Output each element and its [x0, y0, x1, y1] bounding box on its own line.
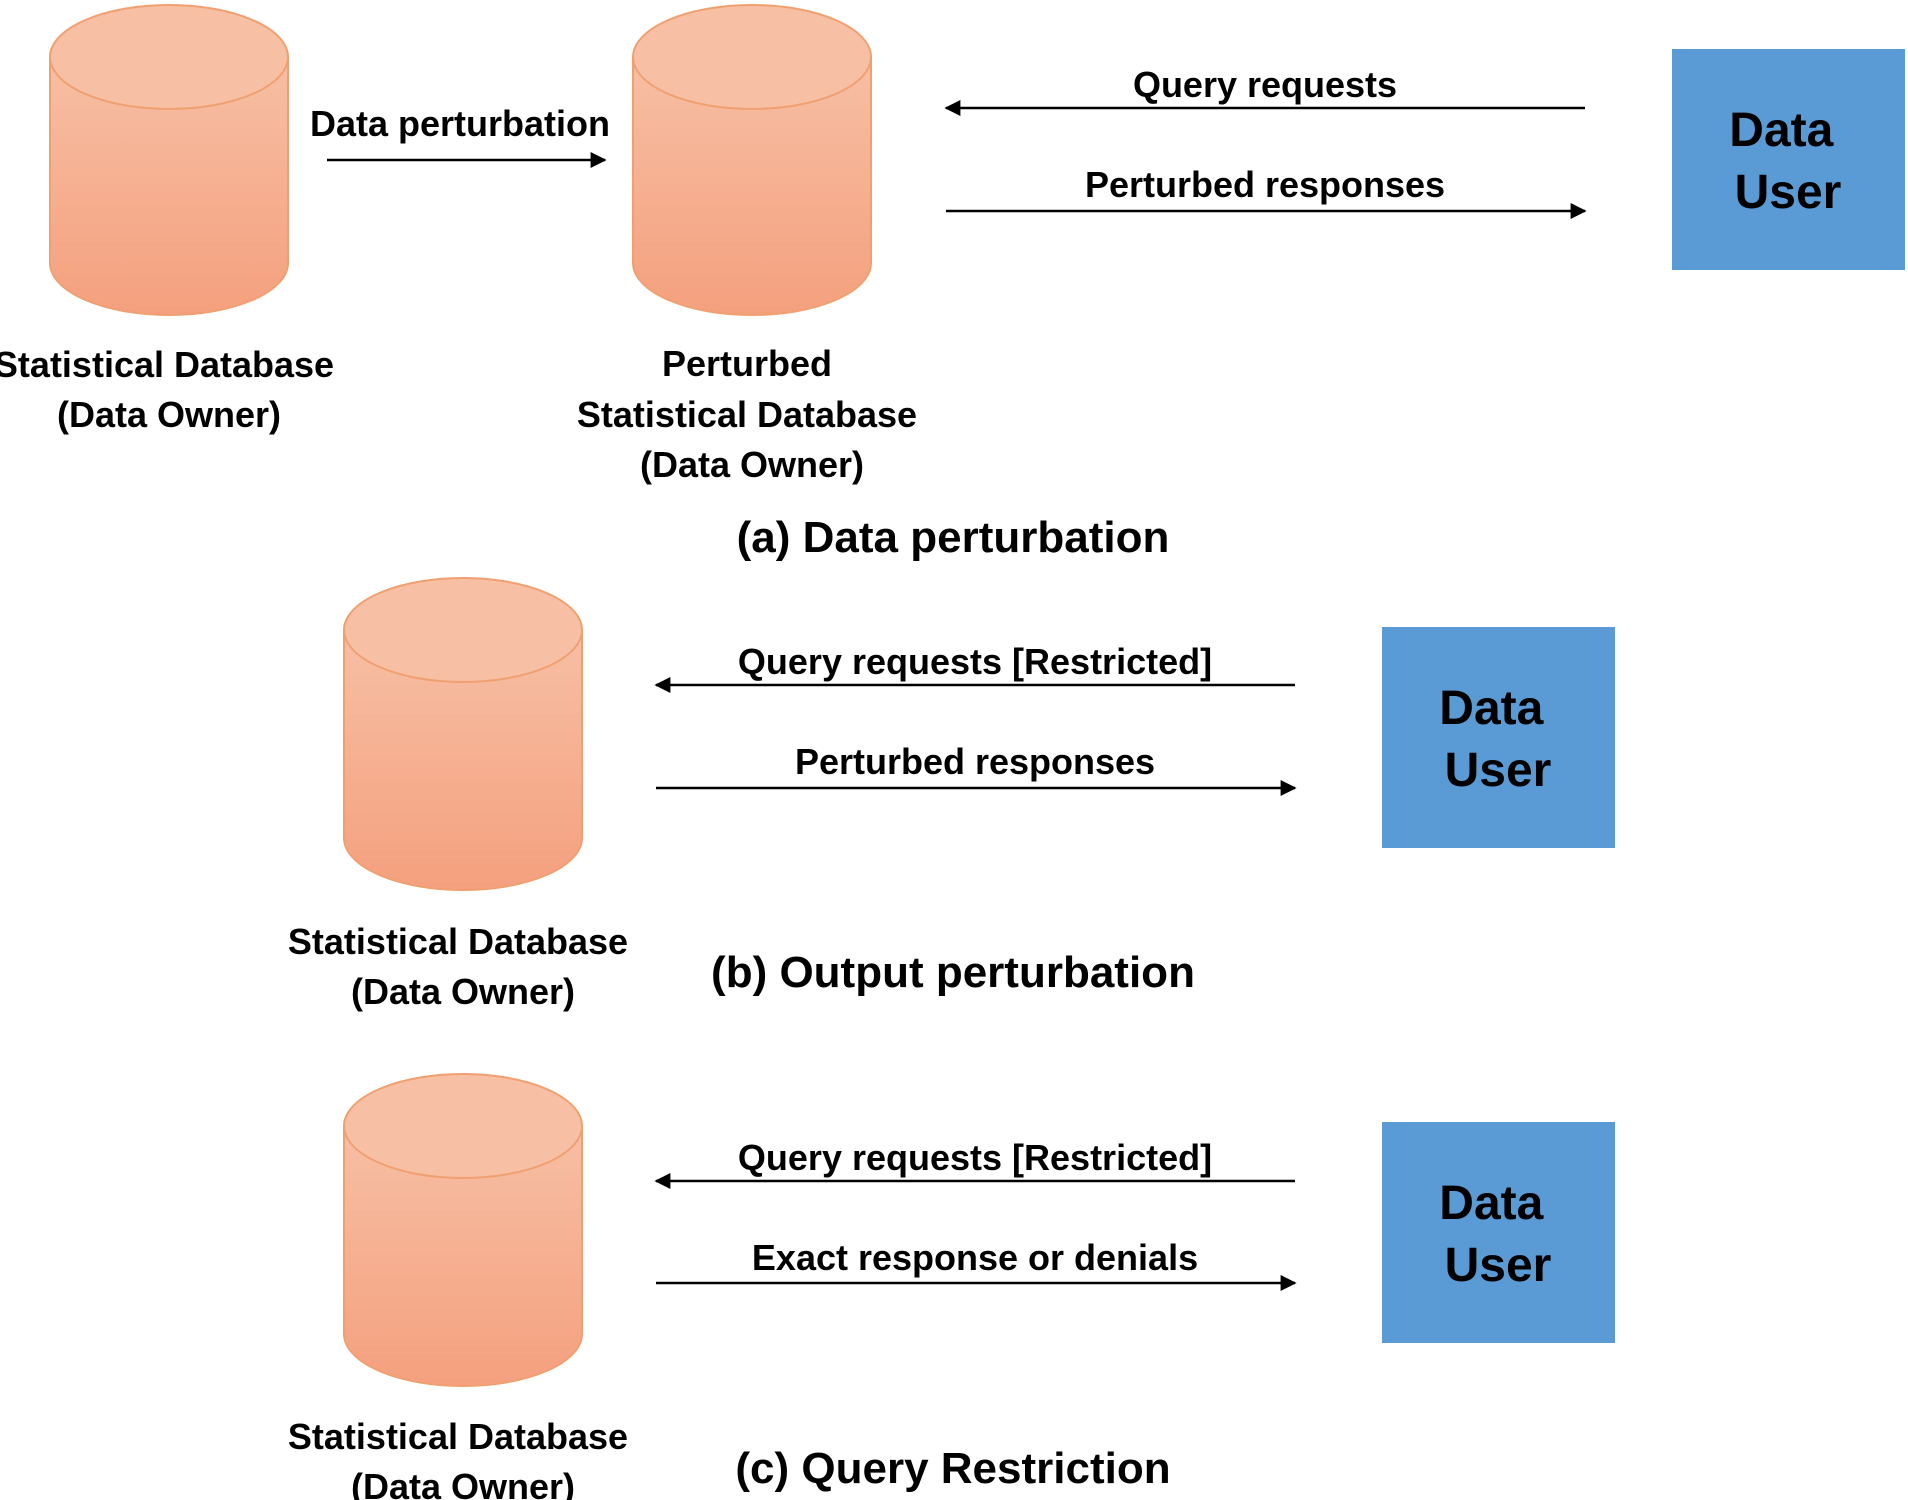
caption-c: (c) Query Restriction — [735, 1444, 1170, 1493]
request-label: Query requests [Restricted] — [738, 641, 1212, 682]
data-user-label: Data User — [1439, 1177, 1556, 1292]
data-user-label: Data User — [1439, 682, 1556, 797]
statistical-database-cylinder — [343, 1073, 583, 1387]
db-label: Statistical Database (Data Owner) — [288, 1416, 638, 1500]
data-user-box — [1382, 1122, 1615, 1343]
response-label: Perturbed responses — [795, 741, 1155, 782]
statistical-database-cylinder — [343, 577, 583, 891]
source-db-label: Statistical Database (Data Owner) — [0, 344, 344, 435]
panel-a: Statistical Database (Data Owner) Data p… — [0, 4, 1905, 562]
db-label: Statistical Database (Data Owner) — [288, 921, 638, 1012]
statistical-database-cylinder — [49, 4, 289, 316]
perturbed-database-cylinder — [632, 4, 872, 316]
panel-b: Statistical Database (Data Owner) Query … — [288, 577, 1615, 1012]
data-user-label: Data User — [1729, 104, 1846, 219]
caption-b: (b) Output perturbation — [711, 948, 1195, 997]
caption-a: (a) Data perturbation — [737, 513, 1170, 562]
response-label: Exact response or denials — [752, 1237, 1198, 1278]
panel-c: Statistical Database (Data Owner) Query … — [288, 1073, 1615, 1500]
request-label: Query requests — [1133, 64, 1397, 105]
request-label: Query requests [Restricted] — [738, 1137, 1212, 1178]
perturbed-db-label: Perturbed Statistical Database (Data Own… — [577, 343, 927, 485]
response-label: Perturbed responses — [1085, 164, 1445, 205]
data-user-box — [1672, 49, 1905, 270]
data-user-box — [1382, 627, 1615, 848]
perturb-arrow-label: Data perturbation — [310, 103, 610, 144]
